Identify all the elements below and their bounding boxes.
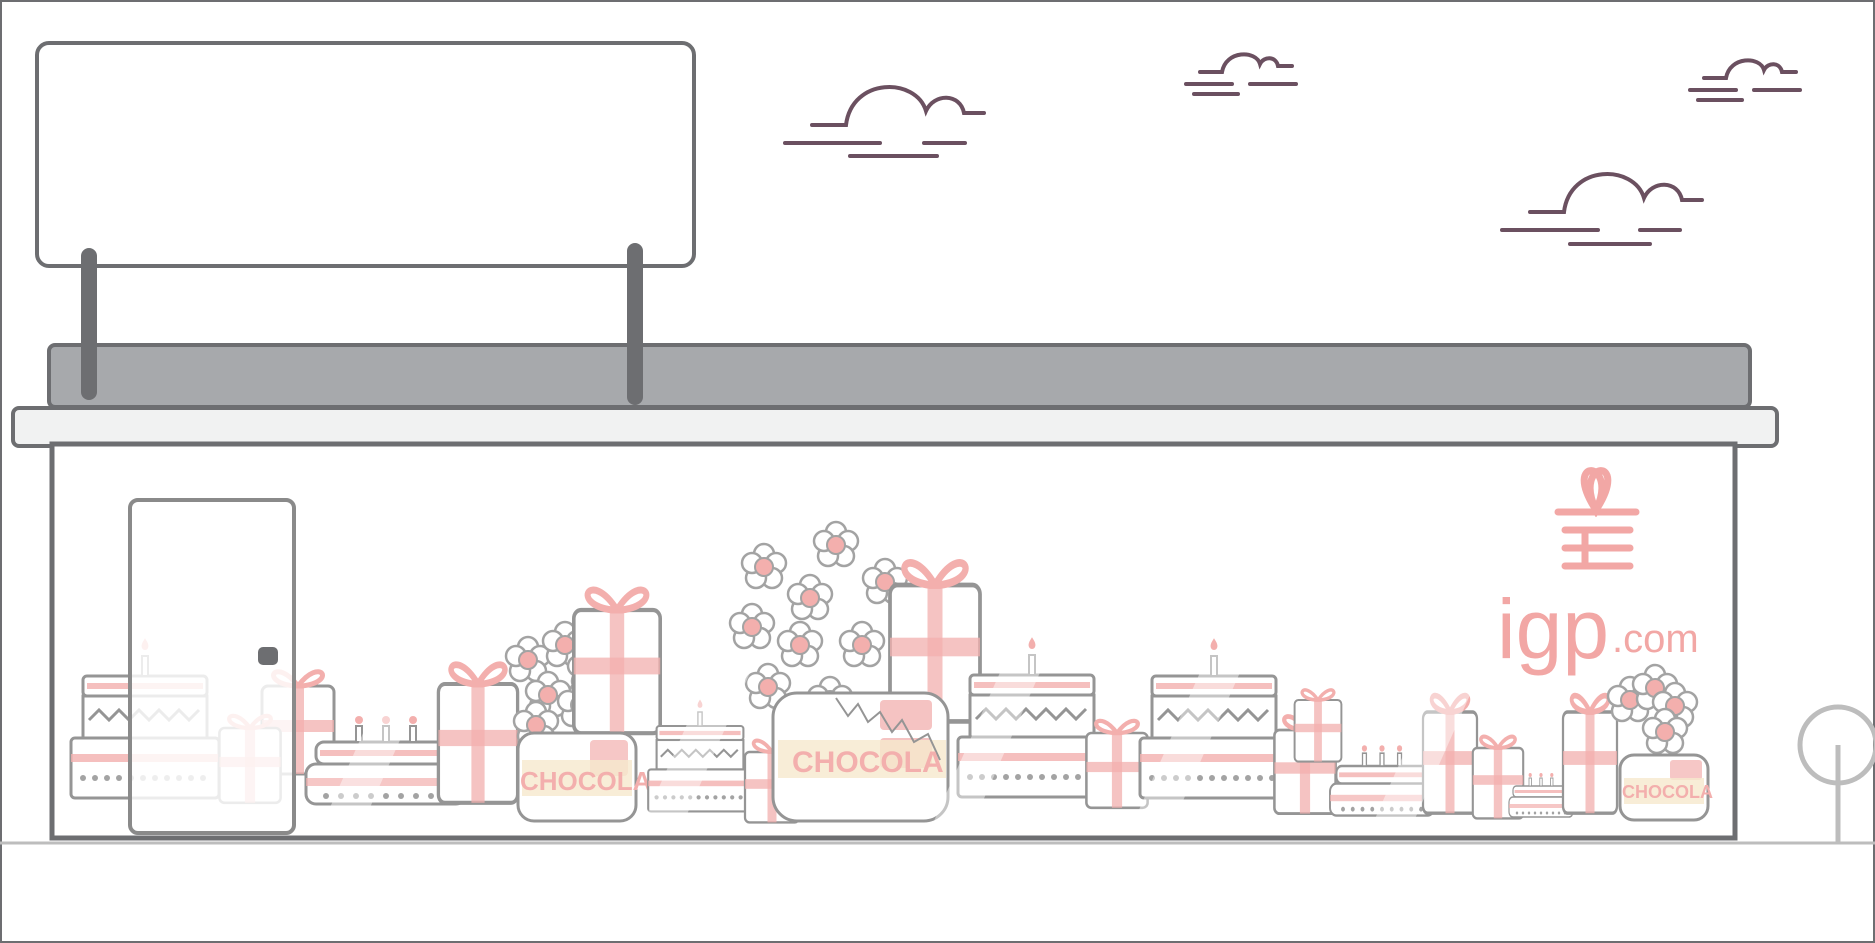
glass-reflection (320, 650, 1490, 830)
door-handle[interactable] (258, 647, 278, 665)
chocolate-box: CHOCOLA (1618, 753, 1713, 822)
cloud-icon (1184, 52, 1298, 96)
chocolate-label: CHOCOLA (792, 746, 944, 779)
gift-icon (1554, 467, 1640, 570)
gift-icon (574, 590, 660, 733)
cloud-icon (1688, 58, 1802, 102)
shop-door[interactable] (128, 498, 296, 835)
chocolate-label: CHOCOLA (520, 766, 652, 796)
gift-icon (1086, 721, 1147, 808)
cloud-icon (1500, 172, 1704, 246)
shop-ledge (11, 406, 1779, 448)
tree-icon (1797, 704, 1875, 843)
logo-suffix: .com (1612, 617, 1699, 661)
gift-icon (1292, 688, 1344, 764)
chocolate-box: CHOCOLA (771, 691, 950, 823)
gift-icon (1563, 696, 1617, 814)
blank-sign-board (35, 41, 696, 268)
chocolate-box: CHOCOLA (516, 731, 652, 823)
logo-text: igp (1497, 582, 1609, 676)
gift-icon (438, 665, 517, 803)
chocolate-label: CHOCOLA (1622, 782, 1713, 802)
display-goods: CHOCOLA CHOCOLA (69, 520, 1713, 823)
igp-logo: igp .com (1497, 467, 1699, 676)
shop-awning (47, 343, 1752, 409)
sign-post-right (627, 243, 643, 405)
sign-post-left (81, 248, 97, 400)
cloud-icon (783, 85, 986, 158)
